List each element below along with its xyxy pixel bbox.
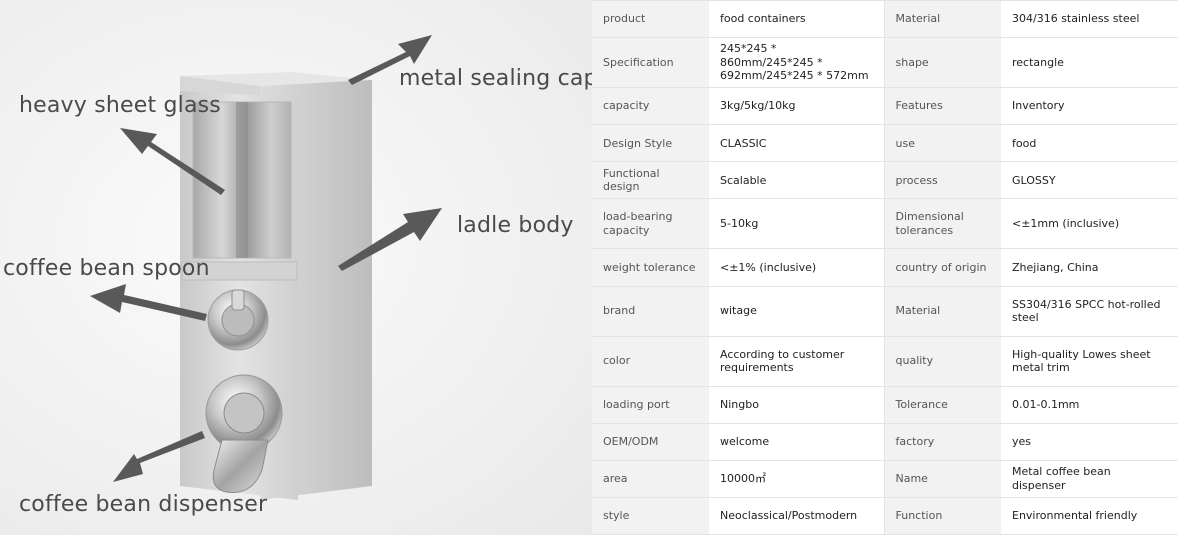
spec-row: weight tolerance<±1% (inclusive)country … — [592, 248, 1178, 287]
spec-value: 3kg/5kg/10kg — [709, 87, 885, 126]
spec-value: yes — [1001, 422, 1178, 461]
heavy-sheet-glass-label: heavy sheet glass — [19, 93, 221, 118]
spec-key: brand — [592, 285, 709, 337]
spec-value: <±1mm (inclusive) — [1001, 198, 1178, 250]
spec-key: loading port — [592, 385, 709, 424]
spec-value: 245*245 * 860mm/245*245 * 692mm/245*245 … — [709, 37, 885, 89]
spec-value: Neoclassical/Postmodern — [709, 496, 885, 535]
cap-top — [180, 72, 372, 86]
spec-key: factory — [884, 422, 1001, 461]
spec-key: load-bearing capacity — [592, 198, 709, 250]
spec-key: Name — [884, 459, 1001, 498]
spec-value: GLOSSY — [1001, 161, 1178, 200]
spec-value: Environmental friendly — [1001, 496, 1178, 535]
spec-value: Scalable — [709, 161, 885, 200]
spec-key: OEM/ODM — [592, 422, 709, 461]
coffee-bean-spoon-label: coffee bean spoon — [3, 256, 210, 281]
spec-key: shape — [884, 37, 1001, 89]
spec-key: Dimensional tolerances — [884, 198, 1001, 250]
spec-key: Function — [884, 496, 1001, 535]
ladle-body-label: ladle body — [457, 213, 574, 238]
spec-key: Material — [884, 0, 1001, 39]
spec-key: weight tolerance — [592, 248, 709, 287]
spec-value: 304/316 stainless steel — [1001, 0, 1178, 39]
spec-value: food containers — [709, 0, 885, 39]
spec-value: welcome — [709, 422, 885, 461]
spec-key: style — [592, 496, 709, 535]
spec-value: Zhejiang, China — [1001, 248, 1178, 287]
spec-key: Functional design — [592, 161, 709, 200]
spec-value: Metal coffee bean dispenser — [1001, 459, 1178, 498]
metal-sealing-cap-label: metal sealing cap — [399, 66, 592, 91]
spec-value: CLASSIC — [709, 124, 885, 163]
spec-key: Specification — [592, 37, 709, 89]
dispenser-drawing — [90, 35, 442, 500]
spec-value: 0.01-0.1mm — [1001, 385, 1178, 424]
spec-key: color — [592, 335, 709, 387]
spec-key: Tolerance — [884, 385, 1001, 424]
spec-key: use — [884, 124, 1001, 163]
spec-key: quality — [884, 335, 1001, 387]
callout-arrows — [90, 35, 442, 482]
spec-value: According to customer requirements — [709, 335, 885, 387]
spec-value: <±1% (inclusive) — [709, 248, 885, 287]
spout — [212, 439, 269, 494]
spec-value: SS304/316 SPCC hot-rolled steel — [1001, 285, 1178, 337]
spec-value: rectangle — [1001, 37, 1178, 89]
spec-value: Inventory — [1001, 87, 1178, 126]
spec-key: product — [592, 0, 709, 39]
spec-value: Ningbo — [709, 385, 885, 424]
spec-key: Material — [884, 285, 1001, 337]
product-illustration: metal sealing cap heavy sheet glass ladl… — [0, 0, 592, 535]
spec-key: capacity — [592, 87, 709, 126]
spec-value: 5-10kg — [709, 198, 885, 250]
spec-value: 10000㎡ — [709, 459, 885, 498]
spec-key: Features — [884, 87, 1001, 126]
cap-front — [180, 76, 260, 99]
spec-value: High-quality Lowes sheet metal trim — [1001, 335, 1178, 387]
spec-key: process — [884, 161, 1001, 200]
spec-key: Design Style — [592, 124, 709, 163]
spec-value: witage — [709, 285, 885, 337]
spec-key: area — [592, 459, 709, 498]
spec-value: food — [1001, 124, 1178, 163]
spec-key: country of origin — [884, 248, 1001, 287]
coffee-bean-dispenser-label: coffee bean dispenser — [19, 492, 268, 517]
